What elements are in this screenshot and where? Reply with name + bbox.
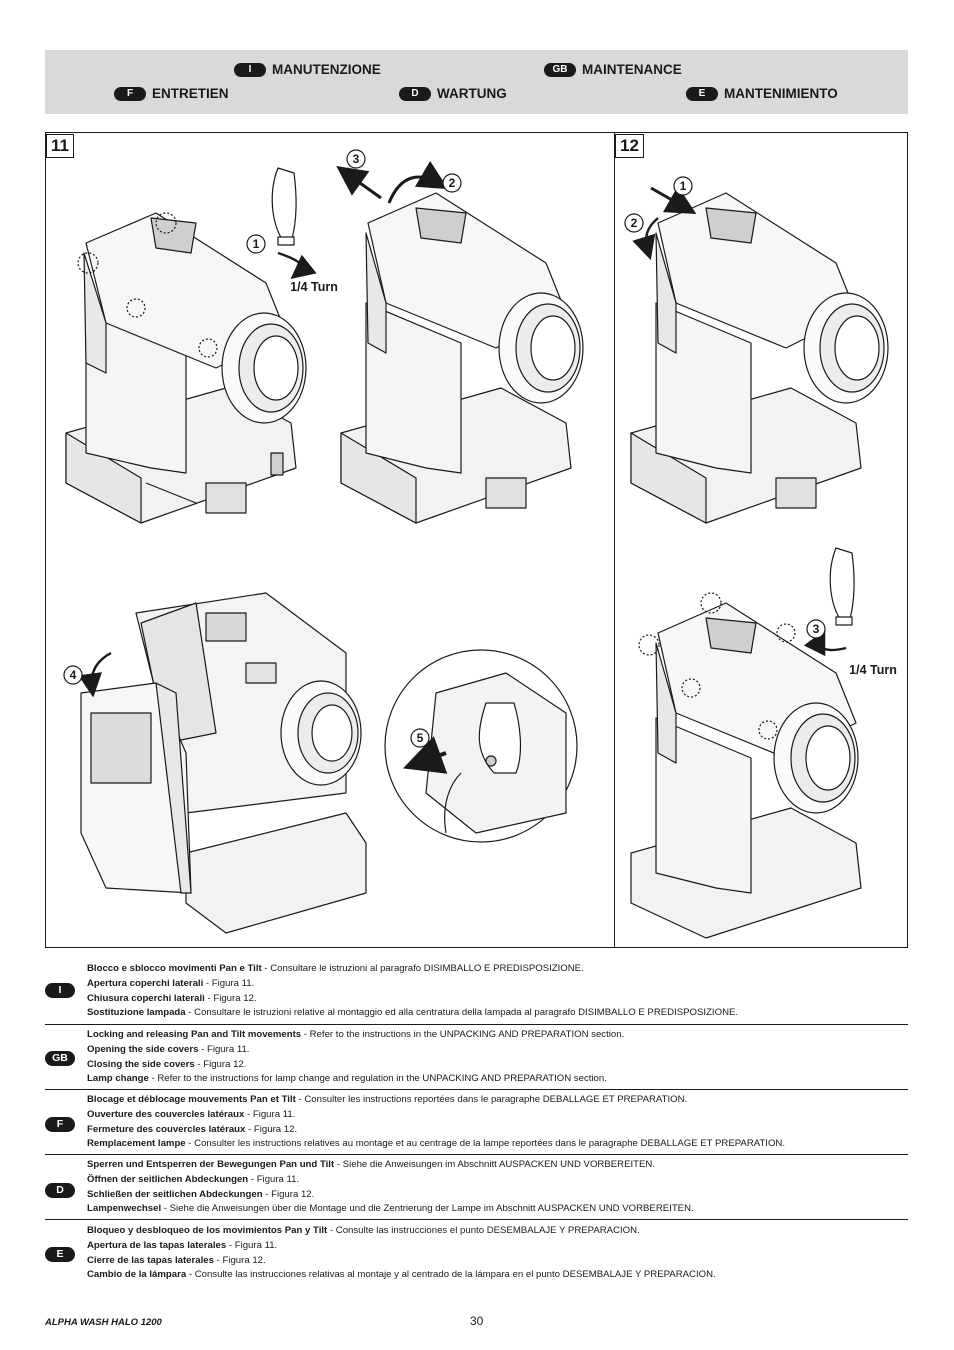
lang-badge-gb: GB — [544, 62, 576, 77]
header-label-fr: ENTRETIEN — [152, 86, 229, 101]
section-badge-de: D — [45, 1182, 75, 1198]
maintenance-illustrations: 1 2 3 4 5 1 2 3 1/4 Turn 1/4 Turn — [63, 149, 897, 939]
header-label-es: MANTENIMIENTO — [724, 86, 838, 101]
section-badge-fr: F — [45, 1116, 75, 1132]
figure-divider — [614, 132, 615, 948]
step-marker-11-4: 4 — [63, 665, 83, 685]
header-item-es: E MANTENIMIENTO — [686, 86, 838, 101]
svg-text:3: 3 — [813, 622, 820, 636]
header-item-fr: F ENTRETIEN — [114, 86, 229, 101]
header-label-it: MANUTENZIONE — [272, 62, 381, 77]
lang-badge-es: E — [686, 86, 718, 101]
figure-number-11: 11 — [46, 134, 74, 158]
svg-text:4: 4 — [70, 668, 77, 682]
step-marker-12-3: 3 — [806, 619, 826, 639]
header-item-de: D WARTUNG — [399, 86, 507, 101]
svg-text:2: 2 — [631, 216, 638, 230]
section-separator — [45, 1154, 908, 1155]
footer-product-name: ALPHA WASH HALO 1200 — [45, 1317, 162, 1328]
section-badge-es: E — [45, 1246, 75, 1262]
lang-badge-fr: F — [114, 86, 146, 101]
turn-label-11: 1/4 Turn — [290, 280, 338, 294]
turn-label-12: 1/4 Turn — [849, 663, 897, 677]
svg-text:5: 5 — [417, 731, 424, 745]
fixture-drawing-c — [630, 186, 889, 524]
svg-text:2: 2 — [449, 176, 456, 190]
section-separator — [45, 1024, 908, 1025]
figure-frame — [45, 132, 908, 948]
step-marker-12-2: 2 — [624, 213, 644, 233]
header-label-de: WARTUNG — [437, 86, 507, 101]
lang-badge-it: I — [234, 62, 266, 77]
section-es-lines: Bloqueo y desbloqueo de los movimientos … — [87, 1225, 716, 1281]
section-badge-gb: GB — [45, 1050, 75, 1066]
fixture-drawing-f — [630, 547, 862, 939]
header-label-gb: MAINTENANCE — [582, 62, 682, 77]
section-separator — [45, 1089, 908, 1090]
section-it-lines: Blocco e sblocco movimenti Pan e Tilt - … — [87, 963, 739, 1019]
step-marker-12-1: 1 — [673, 176, 693, 196]
section-fr-lines: Blocage et déblocage mouvements Pan et T… — [87, 1094, 786, 1150]
step-marker-11-2: 2 — [442, 173, 462, 193]
svg-text:1: 1 — [680, 179, 687, 193]
language-header-bar — [45, 50, 908, 114]
section-gb-lines: Locking and releasing Pan and Tilt movem… — [87, 1029, 625, 1085]
step-marker-11-5: 5 — [410, 728, 430, 748]
section-de: D Sperren und Entsperren der Bewegungen … — [45, 1158, 908, 1218]
figure-number-12: 12 — [615, 134, 644, 158]
footer-page-number: 30 — [470, 1314, 484, 1328]
fixture-drawing-d — [78, 592, 367, 934]
section-fr: F Blocage et déblocage mouvements Pan et… — [45, 1093, 908, 1153]
section-separator — [45, 1219, 908, 1220]
section-de-lines: Sperren und Entsperren der Bewegungen Pa… — [87, 1159, 694, 1215]
section-gb: GB Locking and releasing Pan and Tilt mo… — [45, 1028, 908, 1088]
lang-badge-de: D — [399, 86, 431, 101]
svg-text:1: 1 — [253, 237, 260, 251]
header-item-gb: GB MAINTENANCE — [544, 62, 682, 77]
section-it: I Blocco e sblocco movimenti Pan e Tilt … — [45, 962, 908, 1022]
svg-text:3: 3 — [353, 152, 360, 166]
header-item-it: I MANUTENZIONE — [234, 62, 381, 77]
section-es: E Bloqueo y desbloqueo de los movimiento… — [45, 1224, 908, 1284]
step-marker-11-3: 3 — [346, 149, 366, 169]
section-badge-it: I — [45, 982, 75, 998]
detail-drawing-e — [384, 649, 578, 843]
fixture-drawing-b — [336, 160, 584, 524]
step-marker-11-1: 1 — [246, 234, 266, 254]
fixture-drawing-a — [65, 167, 317, 524]
